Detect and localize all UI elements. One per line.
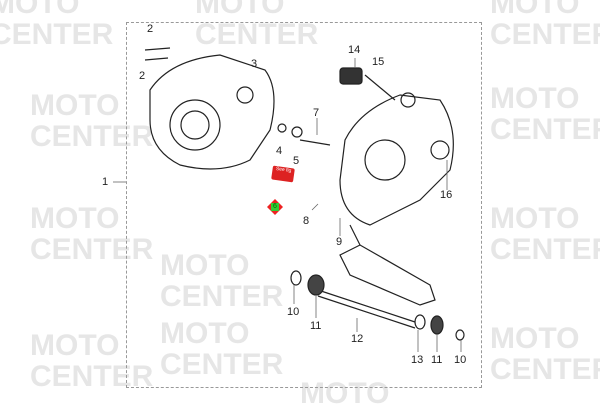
callout-13: 13 xyxy=(411,354,424,366)
callout-8: 8 xyxy=(303,215,310,227)
arrow-icon xyxy=(263,203,271,211)
callout-11: 11 xyxy=(431,354,443,366)
callout-14: 14 xyxy=(348,44,361,56)
callout-11: 11 xyxy=(310,320,322,332)
arrow-icon xyxy=(271,195,279,203)
bearings xyxy=(290,270,465,341)
callout-16: 16 xyxy=(440,189,453,201)
shaft-12 xyxy=(317,289,416,329)
arrow-icon xyxy=(271,211,279,219)
right-crankcase-half xyxy=(339,94,454,306)
callout-7: 7 xyxy=(313,107,320,119)
callout-2: 2 xyxy=(147,23,154,35)
leader-lines xyxy=(113,58,462,352)
callout-3: 3 xyxy=(251,58,258,70)
diagram-frame xyxy=(126,22,482,388)
part-6-marker[interactable]: 6 xyxy=(267,199,283,215)
callout-4: 4 xyxy=(276,145,283,157)
see-figure-badge[interactable]: See fig xyxy=(271,165,295,183)
callout-5: 5 xyxy=(293,155,300,167)
callout-12: 12 xyxy=(351,333,364,345)
callout-10: 10 xyxy=(287,306,300,318)
callout-15: 15 xyxy=(372,56,385,68)
washers-4-5 xyxy=(277,123,303,138)
callout-2: 2 xyxy=(139,70,146,82)
studs xyxy=(144,47,331,146)
left-crankcase-half xyxy=(149,54,275,170)
callout-1: 1 xyxy=(102,176,109,188)
callout-10: 10 xyxy=(454,354,467,366)
arrow-icon xyxy=(279,203,287,211)
bush-14 xyxy=(339,67,416,108)
callout-9: 9 xyxy=(336,236,343,248)
callout-6: 6 xyxy=(271,203,279,211)
parts-drawing xyxy=(113,47,465,352)
